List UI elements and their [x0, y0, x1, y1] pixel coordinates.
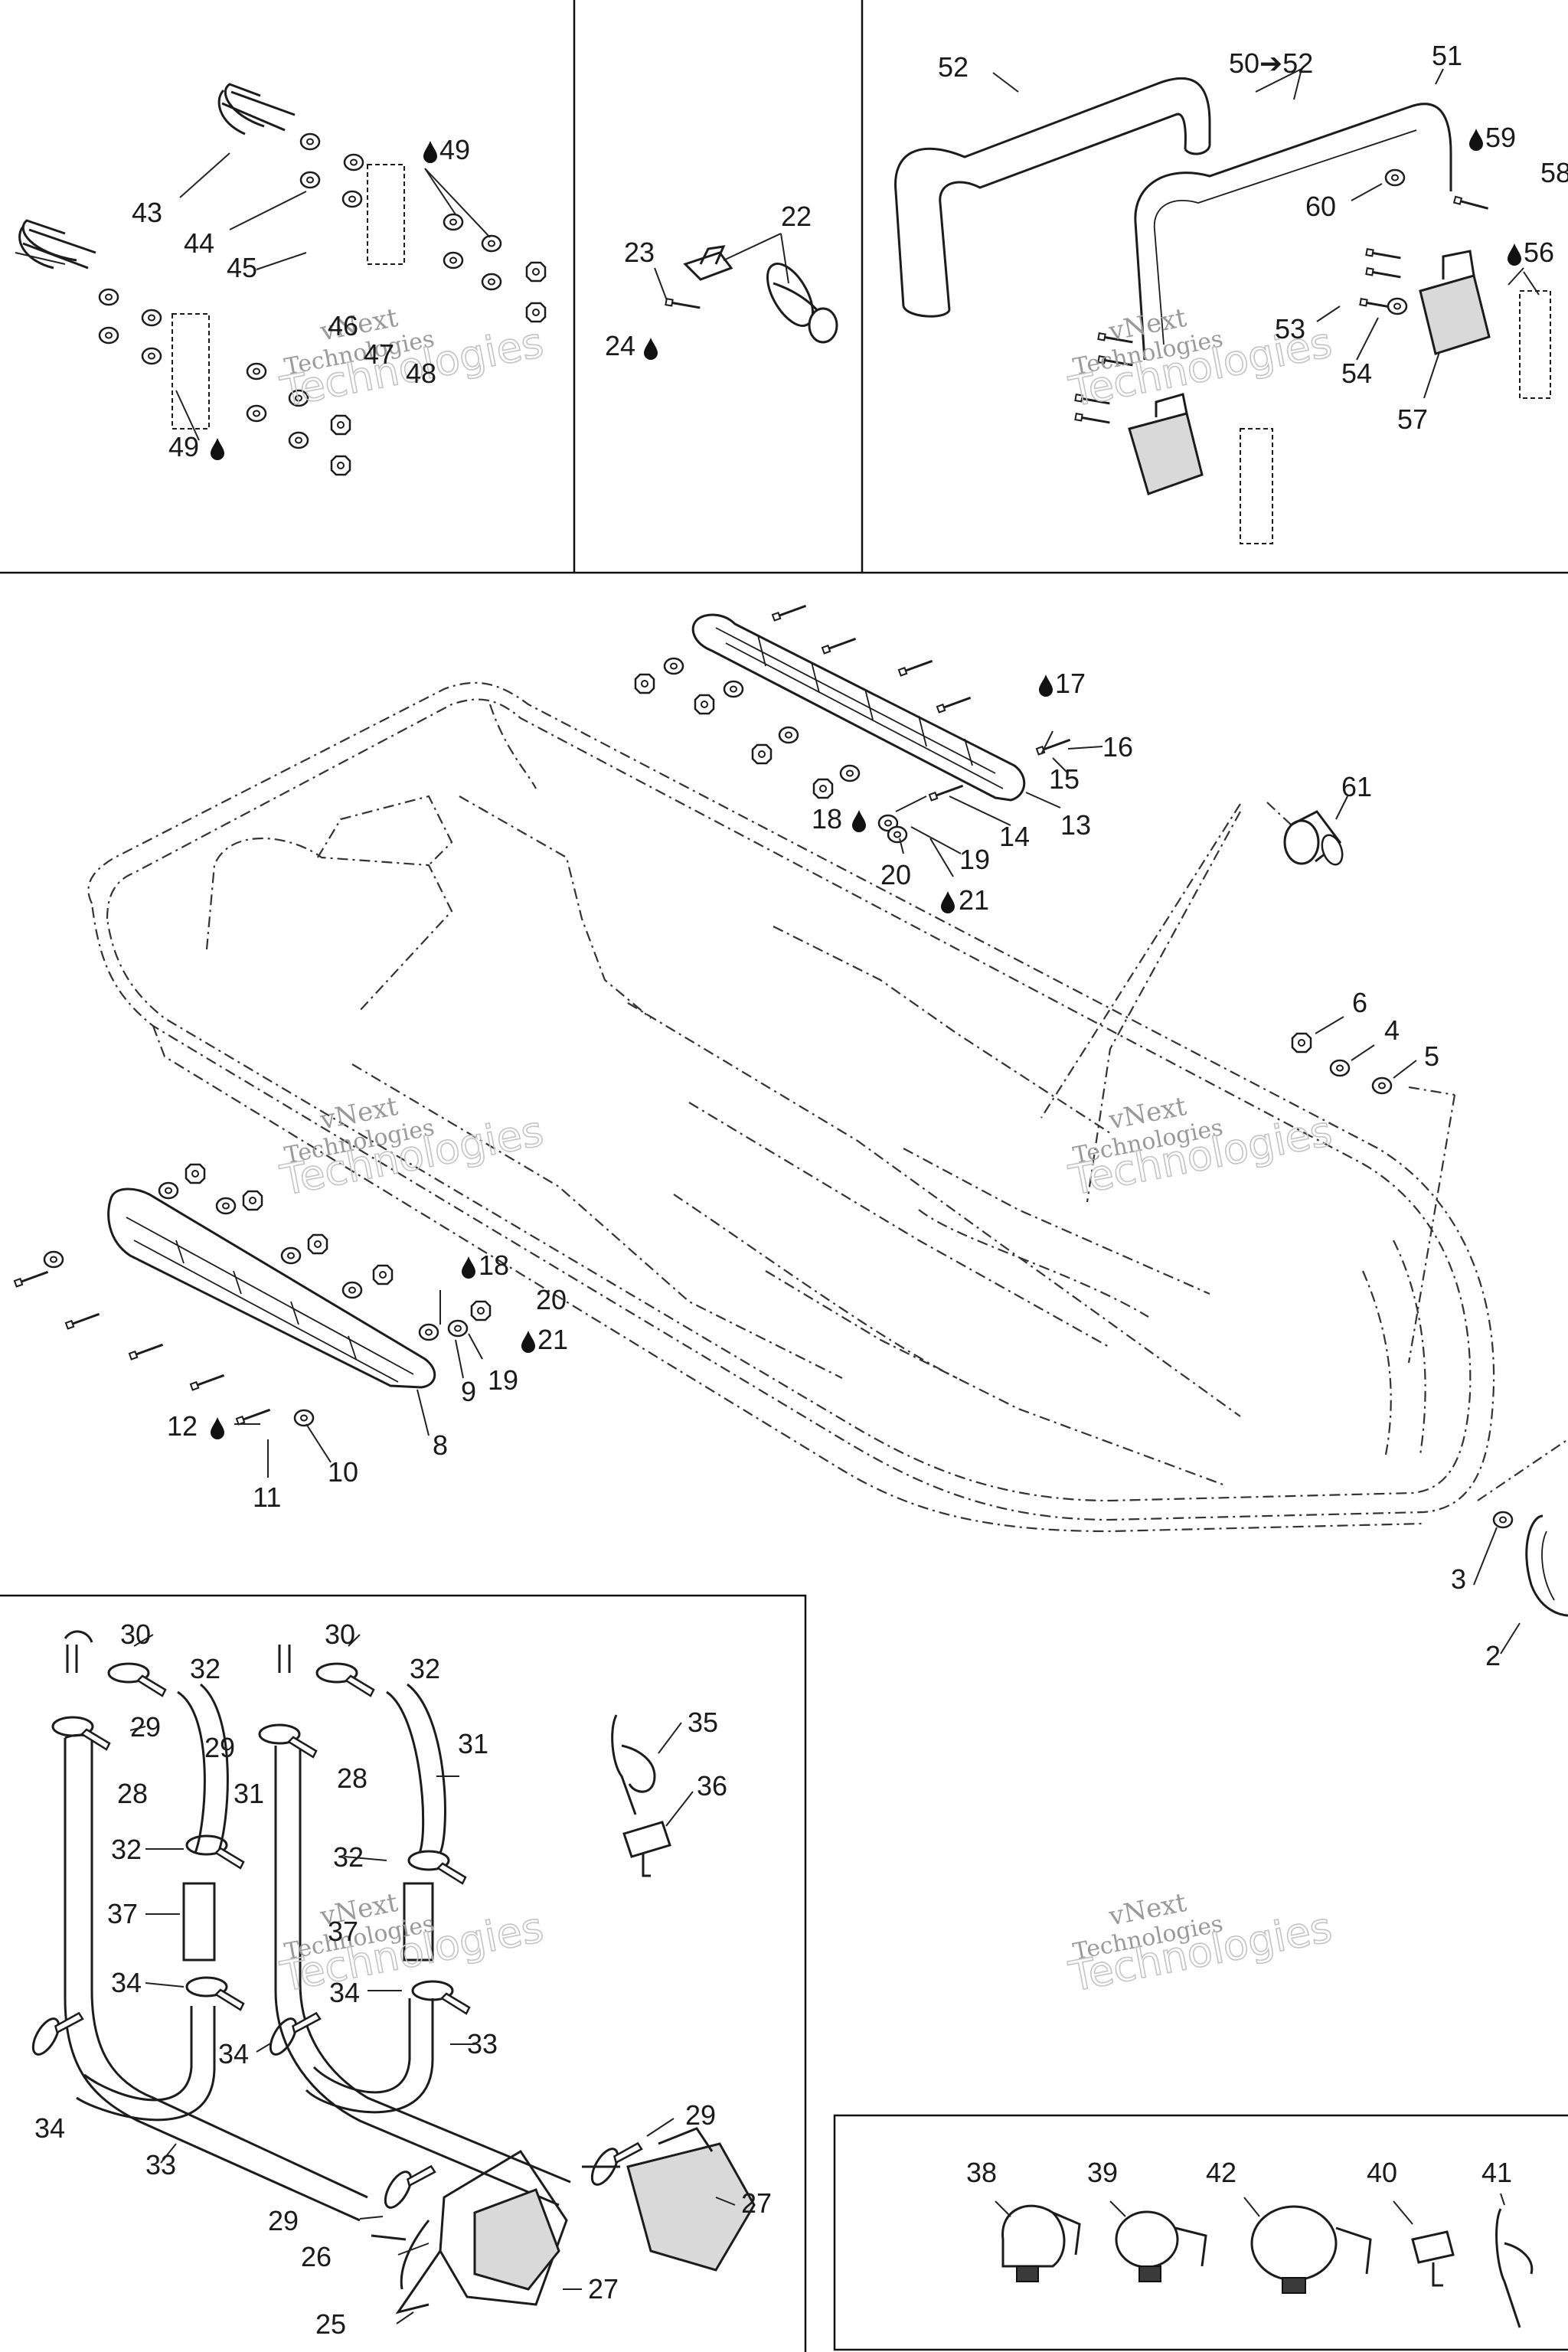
callout-41: 41	[1481, 2157, 1512, 2188]
callout-57: 57	[1397, 403, 1428, 435]
callout-30-right: 30	[325, 1619, 355, 1650]
callout-29-4: 29	[268, 2205, 299, 2236]
grab-handle-assembly	[894, 68, 1551, 544]
callout-29-2: 29	[204, 1732, 235, 1763]
callout-37-left: 37	[107, 1898, 138, 1929]
callout-32-2: 32	[410, 1653, 440, 1684]
callout-56: 56	[1524, 237, 1554, 268]
callout-4: 4	[1384, 1014, 1400, 1046]
callout-48: 48	[406, 358, 436, 389]
callout-51: 51	[1432, 40, 1462, 71]
watermark-group: vNext Technologies Technologies vNext Te…	[276, 302, 1336, 2002]
callout-23: 23	[624, 237, 655, 268]
callout-53: 53	[1275, 313, 1305, 345]
tie-and-clip	[611, 1714, 694, 1877]
callout-32-1: 32	[190, 1653, 220, 1684]
callout-40: 40	[1367, 2157, 1397, 2188]
callout-19-left: 19	[488, 1364, 518, 1396]
callout-16: 16	[1102, 731, 1133, 763]
callout-34-1: 34	[111, 1967, 142, 1998]
callout-34-3: 34	[218, 2038, 249, 2069]
callout-labels: 43 44 45 46 47 48 49 49 22 23 24 52 50➔5…	[34, 40, 1568, 2340]
callout-29-3: 29	[685, 2099, 716, 2131]
callout-44: 44	[184, 227, 214, 259]
watermark: vNext Technologies Technologies	[1064, 1887, 1336, 2002]
callout-31-right: 31	[458, 1728, 488, 1759]
callout-14: 14	[999, 821, 1030, 852]
callout-27-1: 27	[741, 2187, 772, 2219]
callout-2: 2	[1485, 1640, 1501, 1671]
callout-60: 60	[1305, 191, 1336, 222]
callout-20-right: 20	[880, 859, 911, 890]
hull-body	[87, 681, 1568, 1533]
callout-21-left: 21	[537, 1324, 568, 1355]
callout-18-right: 18	[812, 803, 842, 835]
watermark: vNext Technologies Technologies	[276, 1091, 547, 1206]
bailer-hose-assembly	[27, 1630, 756, 2324]
handle-assembly-43-44	[15, 83, 547, 476]
callout-32-4: 32	[333, 1841, 364, 1873]
callout-8: 8	[433, 1429, 448, 1461]
callout-3: 3	[1451, 1563, 1466, 1595]
callout-33-left: 33	[145, 2149, 176, 2180]
callout-34-2: 34	[329, 1977, 360, 2008]
callout-27-2: 27	[588, 2273, 619, 2305]
callout-11: 11	[253, 1481, 281, 1513]
watermark: vNext Technologies Technologies	[276, 302, 547, 417]
callout-30-left: 30	[120, 1619, 151, 1650]
callout-26: 26	[301, 2241, 332, 2272]
callout-24: 24	[605, 330, 635, 361]
callout-35: 35	[688, 1707, 718, 1738]
callout-54: 54	[1341, 358, 1372, 389]
callout-43: 43	[132, 197, 162, 228]
callout-9: 9	[461, 1376, 476, 1407]
callout-49-bottom: 49	[168, 431, 199, 462]
drain-plug-assembly	[654, 233, 838, 344]
callout-25: 25	[315, 2308, 346, 2340]
callout-37-right: 37	[328, 1916, 358, 1947]
callout-32-3: 32	[111, 1834, 142, 1865]
footrest-left	[13, 1163, 492, 1478]
callout-59: 59	[1485, 122, 1516, 153]
callout-12: 12	[167, 1410, 198, 1442]
callout-6: 6	[1352, 987, 1367, 1018]
callout-47: 47	[364, 338, 394, 370]
callout-18-left: 18	[479, 1250, 509, 1281]
callout-46: 46	[328, 310, 358, 341]
callout-52: 52	[938, 51, 969, 83]
callout-33-right: 33	[467, 2028, 498, 2060]
callout-45: 45	[227, 252, 257, 283]
callout-49-top: 49	[439, 134, 470, 165]
callout-34-4: 34	[34, 2112, 65, 2144]
watermark: vNext Technologies Technologies	[1064, 302, 1336, 417]
callout-39: 39	[1087, 2157, 1118, 2188]
footrest-right	[634, 602, 1103, 877]
callout-38: 38	[966, 2157, 997, 2188]
callout-5: 5	[1424, 1040, 1439, 1072]
callout-15: 15	[1049, 763, 1080, 795]
callout-61: 61	[1341, 771, 1372, 802]
callout-58: 58	[1540, 157, 1568, 188]
callout-21-right: 21	[959, 884, 989, 916]
watermark: vNext Technologies Technologies	[276, 1887, 547, 2002]
callout-19-right: 19	[959, 844, 990, 875]
callout-28-left: 28	[117, 1778, 148, 1809]
callout-17: 17	[1055, 668, 1086, 699]
callout-22: 22	[781, 201, 812, 232]
callout-29-1: 29	[130, 1711, 161, 1743]
clamp-set	[995, 2193, 1534, 2328]
callout-36: 36	[697, 1770, 727, 1802]
watermark: vNext Technologies Technologies	[1064, 1091, 1336, 1206]
callout-10: 10	[328, 1456, 358, 1488]
callout-31-left: 31	[234, 1778, 264, 1809]
callout-28-right: 28	[337, 1762, 368, 1794]
callout-42: 42	[1206, 2157, 1236, 2188]
callout-20-left: 20	[536, 1284, 567, 1315]
callout-50-52: 50➔52	[1229, 47, 1313, 79]
hull-fittings	[1283, 795, 1568, 1655]
callout-13: 13	[1060, 809, 1091, 841]
